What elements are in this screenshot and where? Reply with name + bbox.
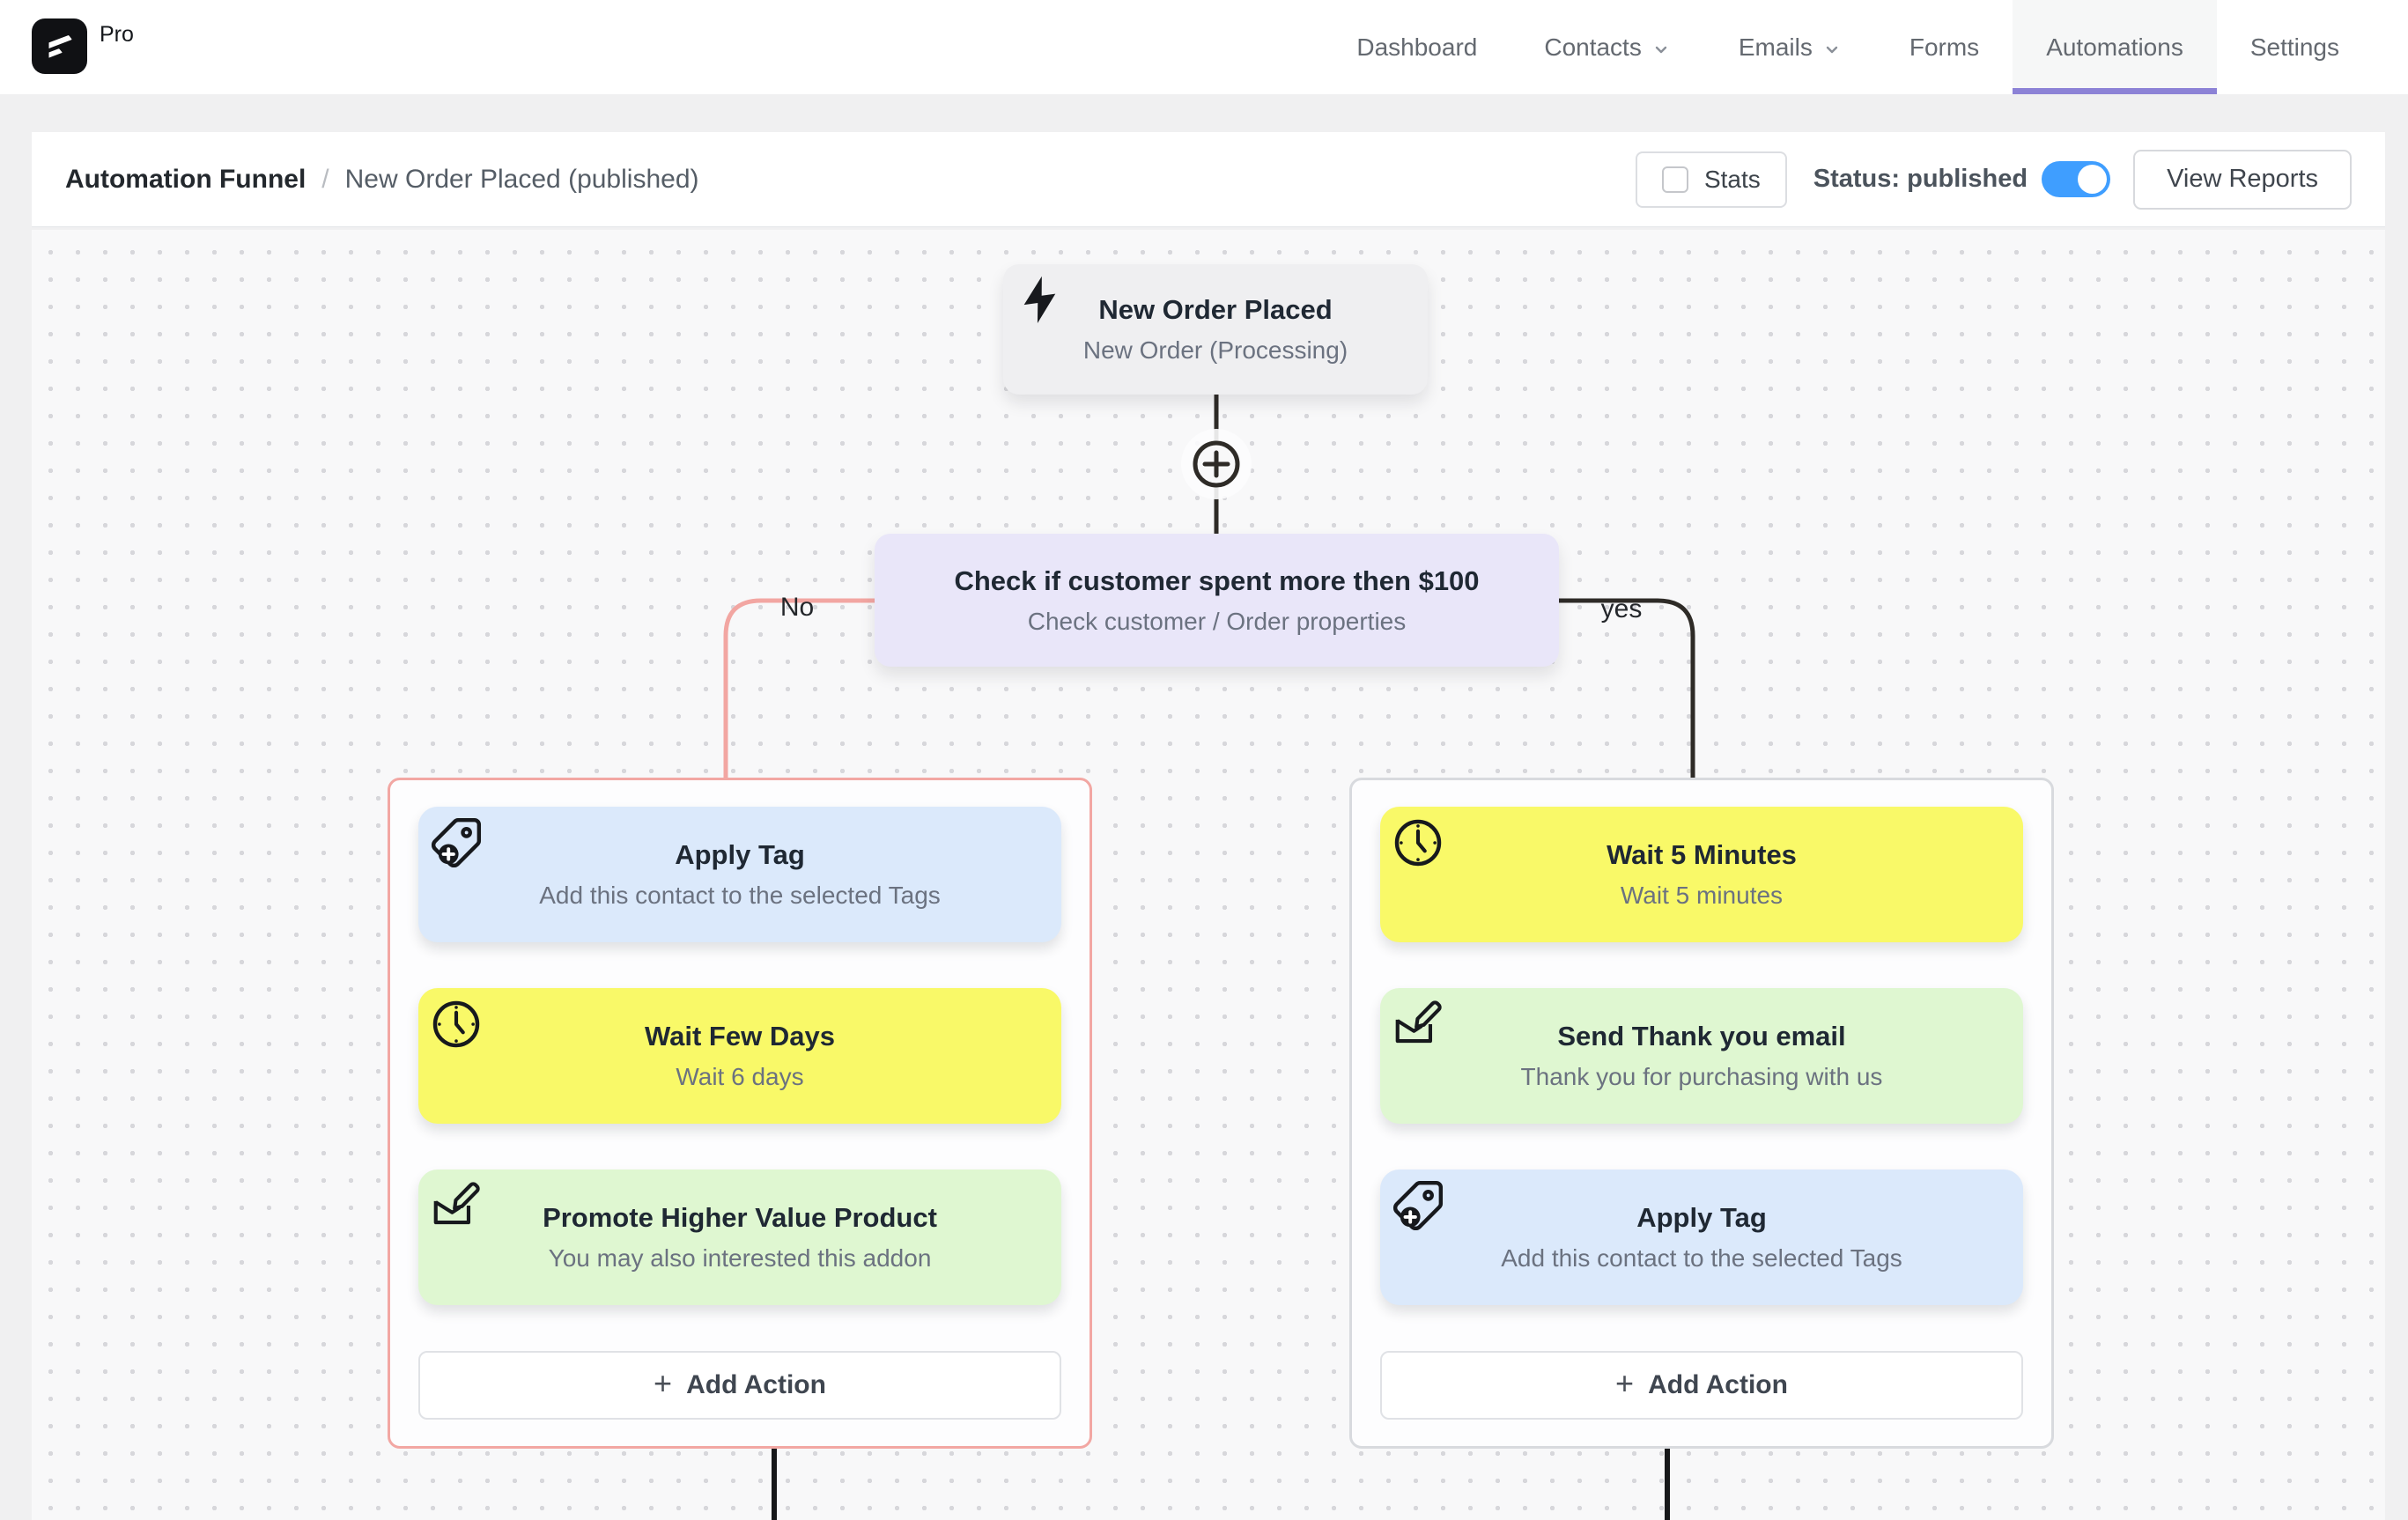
nav-label: Dashboard [1356,33,1478,61]
action-card-wait-few-days[interactable]: Wait Few Days Wait 6 days [418,988,1061,1124]
nav-item-forms[interactable]: Forms [1876,0,2013,94]
condition-title: Check if customer spent more then $100 [954,564,1480,596]
nav-label: Settings [2249,33,2339,61]
main-nav: Dashboard Contacts Emails Forms Automati… [1323,0,2373,94]
nav-item-settings[interactable]: Settings [2217,0,2373,94]
action-title: Wait Few Days [645,1021,835,1051]
action-card-apply-tag[interactable]: Apply Tag Add this contact to the select… [418,807,1061,942]
nav-item-dashboard[interactable]: Dashboard [1323,0,1511,94]
condition-subtitle: Check customer / Order properties [1027,607,1407,635]
fluentcrm-flag-icon [48,34,71,58]
action-subtitle: Add this contact to the selected Tags [539,882,941,909]
view-reports-button[interactable]: View Reports [2133,149,2352,210]
chevron-down-icon [1655,46,1667,53]
action-subtitle: Thank you for purchasing with us [1520,1063,1883,1090]
action-title: Apply Tag [1636,1202,1767,1233]
breadcrumb-current: New Order Placed (published) [344,164,699,194]
view-reports-label: View Reports [2167,165,2318,193]
action-subtitle: You may also interested this addon [548,1244,932,1272]
action-subtitle: Add this contact to the selected Tags [1501,1244,1902,1272]
plus-icon [1202,450,1230,478]
add-action-button-yes[interactable]: + Add Action [1380,1351,2023,1420]
nav-label: Forms [1909,33,1980,61]
email-edit-icon [1395,1000,1442,1044]
branch-label-yes: yes [1600,594,1643,623]
add-action-label: Add Action [1648,1370,1788,1399]
clock-icon [432,1000,480,1048]
action-card-promote-product[interactable]: Promote Higher Value Product You may als… [418,1170,1061,1305]
stats-toggle-button[interactable]: Stats [1635,151,1787,208]
nav-label: Emails [1738,33,1813,61]
breadcrumb-root-link[interactable]: Automation Funnel [65,164,307,194]
clock-icon [1394,819,1442,867]
add-step-plus-button[interactable] [1181,429,1252,499]
connector-branch-yes [1556,598,1695,780]
action-title: Apply Tag [675,839,805,870]
status-toggle-switch[interactable] [2042,161,2111,197]
breadcrumb-separator: / [321,164,329,194]
action-subtitle: Wait 5 minutes [1620,882,1784,909]
status-label: Status: published [1813,165,2028,193]
action-title: Send Thank you email [1557,1021,1846,1051]
plus-icon: + [1615,1365,1635,1401]
branch-label-no: No [779,593,815,622]
trigger-title: New Order Placed [1098,294,1333,325]
action-card-apply-tag[interactable]: Apply Tag Add this contact to the select… [1380,1170,2023,1305]
action-title: Promote Higher Value Product [543,1202,937,1233]
trigger-subtitle: New Order (Processing) [1082,336,1348,364]
add-action-button-no[interactable]: + Add Action [418,1351,1061,1420]
trigger-node[interactable]: New Order Placed New Order (Processing) [1003,264,1428,395]
action-title: Wait 5 Minutes [1607,839,1797,870]
funnel-canvas: New Order Placed New Order (Processing) … [32,230,2385,1520]
condition-node[interactable]: Check if customer spent more then $100 C… [875,534,1559,667]
action-subtitle: Wait 6 days [676,1063,804,1090]
nav-label: Automations [2046,33,2183,61]
stats-label: Stats [1703,165,1761,193]
connector-branch-no [723,598,877,780]
branch-container-no: Apply Tag Add this contact to the select… [388,778,1092,1449]
top-nav-bar: Pro Dashboard Contacts Emails Forms Auto… [0,0,2408,94]
lightning-bolt-icon [1023,276,1056,323]
plus-icon: + [654,1365,673,1401]
funnel-toolbar: Automation Funnel / New Order Placed (pu… [32,132,2385,227]
action-card-send-thank-you-email[interactable]: Send Thank you email Thank you for purch… [1380,988,2023,1124]
branch-container-yes: Wait 5 Minutes Wait 5 minutes Send Thank… [1349,778,2054,1449]
toolbar-controls: Stats Status: published View Reports [1635,149,2352,210]
tag-plus-icon [1393,1180,1444,1230]
nav-item-contacts[interactable]: Contacts [1511,0,1705,94]
breadcrumb: Automation Funnel / New Order Placed (pu… [65,165,699,195]
action-card-wait-5-minutes[interactable]: Wait 5 Minutes Wait 5 minutes [1380,807,2023,942]
flow-connectors [723,393,1695,1520]
add-action-label: Add Action [686,1370,826,1399]
stats-checkbox[interactable] [1661,166,1688,193]
nav-item-automations[interactable]: Automations [2013,0,2217,94]
nav-item-emails[interactable]: Emails [1705,0,1876,94]
email-edit-icon [433,1182,480,1225]
pro-badge: Pro [100,22,134,47]
app-logo[interactable] [32,18,87,74]
nav-label: Contacts [1544,33,1642,61]
tag-plus-icon [432,817,482,867]
chevron-down-icon [1826,46,1838,53]
